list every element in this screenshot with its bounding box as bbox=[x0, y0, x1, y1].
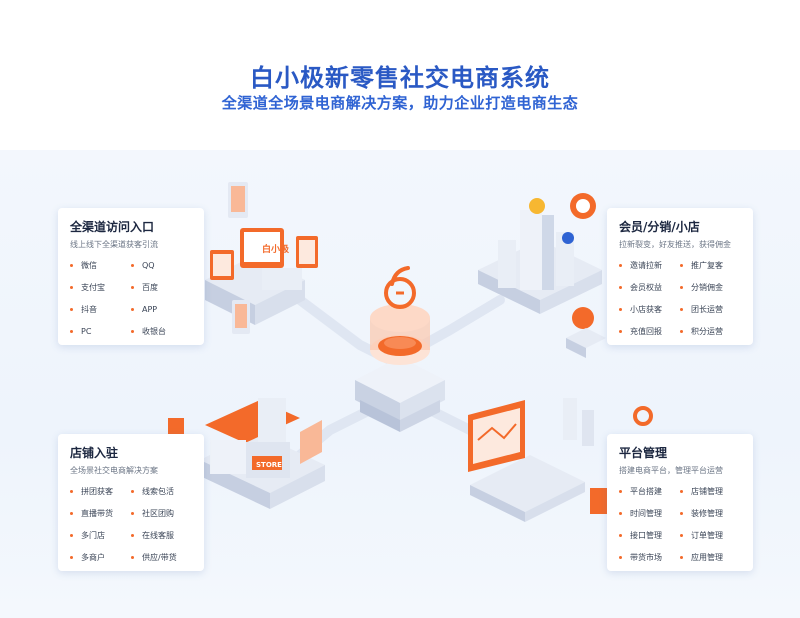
bullet-icon bbox=[619, 556, 622, 559]
bullet-icon bbox=[70, 330, 73, 333]
bullet-icon bbox=[619, 512, 622, 515]
list-item: 店铺管理 bbox=[680, 486, 741, 497]
bullet-icon bbox=[619, 286, 622, 289]
bullet-icon bbox=[70, 556, 73, 559]
bullet-icon bbox=[131, 286, 134, 289]
card-items-list: 邀请拉新 推广复客 会员权益 分销佣金 小店获客 团长运营 充值回报 积分运营 bbox=[619, 260, 741, 337]
list-item: 平台搭建 bbox=[619, 486, 680, 497]
bullet-icon bbox=[131, 308, 134, 311]
list-item: 小店获客 bbox=[619, 304, 680, 315]
member-distribution-icon bbox=[478, 193, 606, 358]
list-item: 接口管理 bbox=[619, 530, 680, 541]
bullet-icon bbox=[131, 556, 134, 559]
card-items-list: 平台搭建 店铺管理 时间管理 装修管理 接口管理 订单管理 带货市场 应用管理 bbox=[619, 486, 741, 563]
bullet-icon bbox=[680, 308, 683, 311]
bullet-icon bbox=[619, 534, 622, 537]
bullet-icon bbox=[680, 534, 683, 537]
card-title: 平台管理 bbox=[619, 446, 668, 460]
list-item: 抖音 bbox=[70, 304, 131, 315]
card-items-list: 拼团获客 线索包活 直播带货 社区团购 多门店 在线客服 多商户 供应/带货 bbox=[70, 486, 192, 563]
bullet-icon bbox=[131, 264, 134, 267]
bullet-icon bbox=[680, 264, 683, 267]
list-item: PC bbox=[70, 326, 131, 337]
bullet-icon bbox=[70, 512, 73, 515]
list-item: 支付宝 bbox=[70, 282, 131, 293]
bullet-icon bbox=[619, 264, 622, 267]
list-item: 分销佣金 bbox=[680, 282, 741, 293]
card-platform-management: 平台管理 搭建电商平台，管理平台运营 平台搭建 店铺管理 时间管理 装修管理 接… bbox=[607, 434, 753, 571]
bullet-icon bbox=[680, 490, 683, 493]
bullet-icon bbox=[70, 264, 73, 267]
list-item: 充值回报 bbox=[619, 326, 680, 337]
bullet-icon bbox=[131, 490, 134, 493]
center-hub-icon bbox=[355, 266, 445, 432]
list-item: 推广复客 bbox=[680, 260, 741, 271]
card-shop-settle: 店铺入驻 全场景社交电商解决方案 拼团获客 线索包活 直播带货 社区团购 多门店… bbox=[58, 434, 204, 571]
bullet-icon bbox=[680, 286, 683, 289]
bullet-icon bbox=[680, 512, 683, 515]
bullet-icon bbox=[70, 308, 73, 311]
card-desc: 拉新裂变，好友推送，获得佣金 bbox=[619, 240, 731, 249]
list-item: 百度 bbox=[131, 282, 192, 293]
list-item: 积分运营 bbox=[680, 326, 741, 337]
list-item: 在线客服 bbox=[131, 530, 192, 541]
list-item: 装修管理 bbox=[680, 508, 741, 519]
bullet-icon bbox=[131, 330, 134, 333]
access-entrances-icon bbox=[205, 182, 318, 334]
list-item: QQ bbox=[131, 260, 192, 271]
list-item: 时间管理 bbox=[619, 508, 680, 519]
list-item: 邀请拉新 bbox=[619, 260, 680, 271]
card-title: 店铺入驻 bbox=[70, 446, 119, 460]
card-access-entrances: 全渠道访问入口 线上线下全渠道获客引流 微信 QQ 支付宝 百度 抖音 APP … bbox=[58, 208, 204, 345]
bullet-icon bbox=[619, 330, 622, 333]
list-item: 收银台 bbox=[131, 326, 192, 337]
card-desc: 线上线下全渠道获客引流 bbox=[70, 240, 158, 249]
page-subtitle: 全渠道全场景电商解决方案，助力企业打造电商生态 bbox=[221, 94, 579, 112]
list-item: 多门店 bbox=[70, 530, 131, 541]
bullet-icon bbox=[619, 308, 622, 311]
list-item: 订单管理 bbox=[680, 530, 741, 541]
bullet-icon bbox=[680, 330, 683, 333]
list-item: 线索包活 bbox=[131, 486, 192, 497]
bullet-icon bbox=[619, 490, 622, 493]
list-item: 多商户 bbox=[70, 552, 131, 563]
list-item: 社区团购 bbox=[131, 508, 192, 519]
list-item: 会员权益 bbox=[619, 282, 680, 293]
bullet-icon bbox=[680, 556, 683, 559]
store-sign-text: 白小极 bbox=[262, 243, 290, 255]
shop-icon bbox=[168, 398, 325, 509]
card-items-list: 微信 QQ 支付宝 百度 抖音 APP PC 收银台 bbox=[70, 260, 192, 337]
card-desc: 全场景社交电商解决方案 bbox=[70, 466, 158, 475]
card-title: 会员/分销/小店 bbox=[619, 220, 700, 234]
bullet-icon bbox=[131, 512, 134, 515]
page-title: 白小极新零售社交电商系统 bbox=[250, 64, 550, 92]
card-title: 全渠道访问入口 bbox=[70, 220, 155, 234]
list-item: 应用管理 bbox=[680, 552, 741, 563]
list-item: 供应/带货 bbox=[131, 552, 192, 563]
list-item: 微信 bbox=[70, 260, 131, 271]
bullet-icon bbox=[70, 286, 73, 289]
list-item: 拼团获客 bbox=[70, 486, 131, 497]
bullet-icon bbox=[70, 490, 73, 493]
list-item: 团长运营 bbox=[680, 304, 741, 315]
card-desc: 搭建电商平台，管理平台运营 bbox=[619, 466, 723, 475]
list-item: 带货市场 bbox=[619, 552, 680, 563]
shop-sign-text: STORE bbox=[256, 461, 282, 469]
card-member-distribution: 会员/分销/小店 拉新裂变，好友推送，获得佣金 邀请拉新 推广复客 会员权益 分… bbox=[607, 208, 753, 345]
list-item: APP bbox=[131, 304, 192, 315]
platform-management-icon bbox=[468, 398, 653, 522]
bullet-icon bbox=[70, 534, 73, 537]
list-item: 直播带货 bbox=[70, 508, 131, 519]
bullet-icon bbox=[131, 534, 134, 537]
